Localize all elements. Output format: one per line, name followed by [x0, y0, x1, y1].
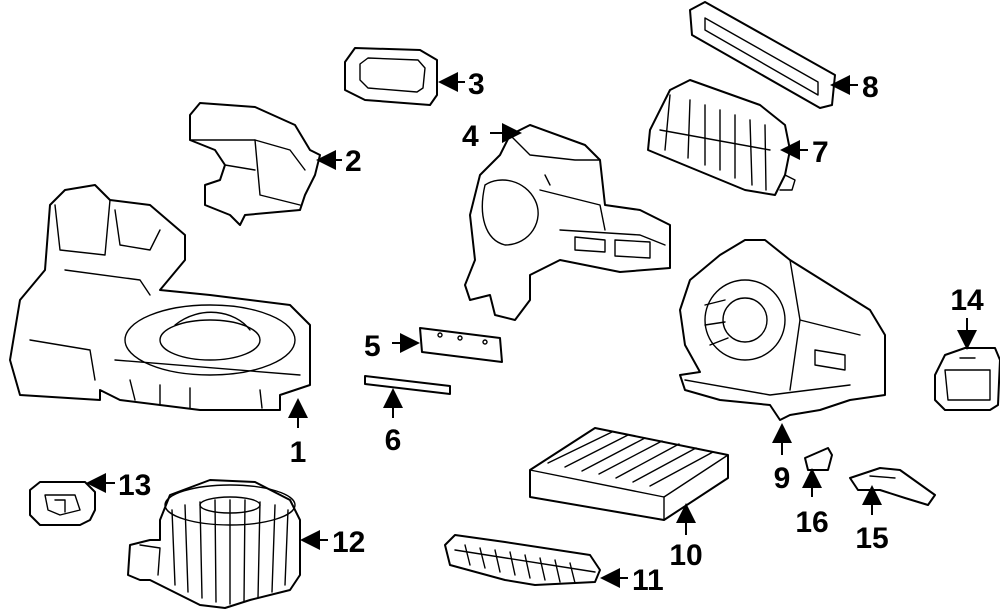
callout-6: 6	[385, 424, 402, 457]
callout-16: 16	[795, 506, 828, 539]
callout-13: 13	[118, 469, 151, 502]
callout-5: 5	[364, 330, 381, 363]
callout-12: 12	[332, 526, 365, 559]
part-6-strip	[364, 375, 451, 395]
leader-lines	[86, 72, 977, 588]
callout-15: 15	[855, 522, 888, 555]
part-9-blower-case	[679, 239, 886, 421]
callout-2: 2	[345, 145, 362, 178]
callout-11: 11	[632, 564, 664, 597]
part-13-module	[29, 481, 96, 526]
part-5-seal-plate	[419, 327, 503, 363]
callout-7: 7	[812, 136, 829, 169]
callout-14: 14	[950, 284, 984, 317]
part-3-seal	[344, 47, 438, 106]
part-12-blower-motor	[127, 479, 301, 609]
part-2-duct	[189, 102, 321, 226]
part-10-cabin-filter	[529, 427, 729, 521]
callout-8: 8	[862, 71, 879, 104]
callout-4: 4	[462, 120, 479, 153]
part-8-filter-frame	[689, 1, 836, 109]
part-4-heater-case	[464, 124, 671, 321]
callout-3: 3	[468, 68, 485, 101]
part-7-evaporator	[647, 79, 796, 196]
part-15-bracket	[849, 467, 936, 506]
part-16-clip	[804, 447, 833, 471]
callout-labels: 1 2 3 4 5 6 7 8 9 10 11 12 13 14 15 16	[118, 68, 984, 597]
callout-9: 9	[774, 462, 791, 495]
part-1-blower-housing	[9, 184, 311, 411]
part-14-actuator	[934, 347, 1000, 411]
part-11-grille	[444, 534, 601, 586]
callout-10: 10	[669, 539, 702, 572]
callout-1: 1	[290, 436, 307, 469]
